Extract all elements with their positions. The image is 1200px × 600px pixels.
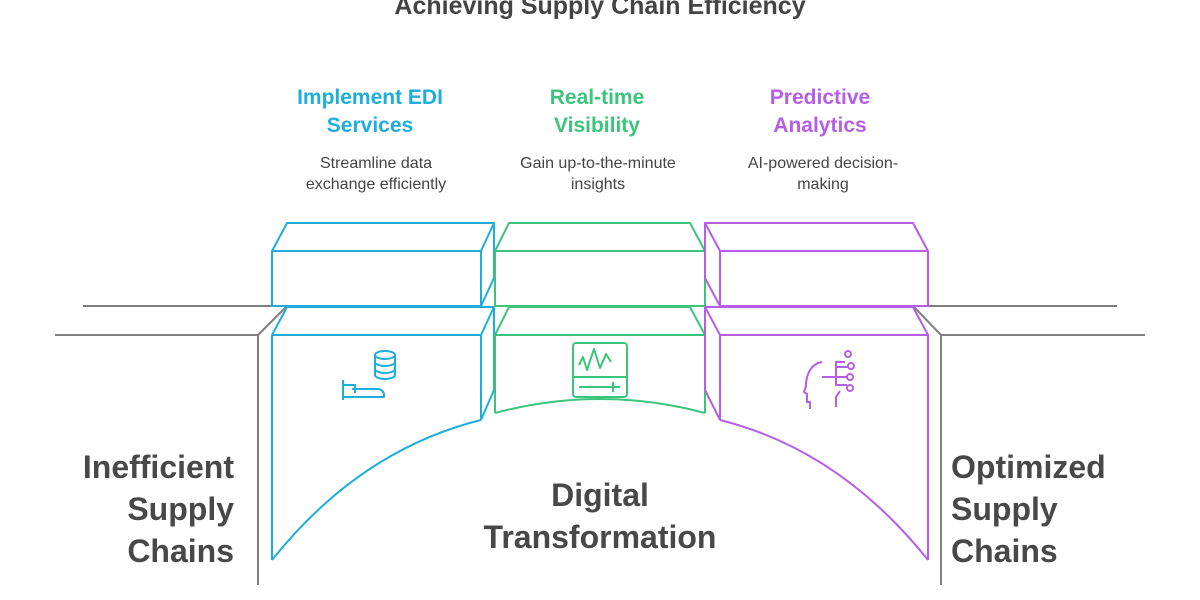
- heading-line: Services: [326, 114, 414, 137]
- label-line: Chains: [951, 533, 1058, 569]
- edi-heading: Implement EDI Services: [297, 84, 443, 140]
- edi-description: Streamline data exchange efficiently: [306, 153, 446, 195]
- label-line: Optimized: [951, 449, 1106, 485]
- label-line: Chains: [127, 533, 234, 569]
- desc-line: making: [797, 176, 849, 193]
- visibility-description: Gain up-to-the-minute insights: [520, 153, 676, 195]
- desc-line: AI-powered decision-: [747, 155, 899, 172]
- analytics-block: [704, 222, 929, 561]
- diagram-title: Achieving Supply Chain Efficiency: [394, 0, 806, 20]
- label-line: Digital: [551, 477, 649, 513]
- edi-block: [271, 222, 495, 561]
- desc-line: Gain up-to-the-minute: [520, 155, 676, 172]
- visibility-block: [494, 222, 706, 414]
- heading-line: Implement EDI: [297, 86, 443, 109]
- desc-line: insights: [570, 176, 626, 193]
- label-line: Supply: [127, 491, 234, 527]
- ai-head-icon: [803, 350, 855, 409]
- label-line: Inefficient: [82, 449, 234, 485]
- heading-line: Visibility: [554, 114, 640, 137]
- heading-line: Analytics: [773, 114, 867, 137]
- heading-line: Predictive: [769, 86, 871, 109]
- label-line: Supply: [951, 491, 1058, 527]
- monitor-chart-icon: [572, 342, 628, 398]
- heading-line: Real-time: [549, 86, 645, 109]
- hand-database-icon: [342, 350, 396, 400]
- desc-line: Streamline data: [319, 155, 433, 172]
- label-line: Transformation: [483, 519, 717, 555]
- desc-line: exchange efficiently: [305, 176, 447, 193]
- analytics-description: AI-powered decision-making: [748, 153, 898, 195]
- ground-lines: [55, 305, 1145, 585]
